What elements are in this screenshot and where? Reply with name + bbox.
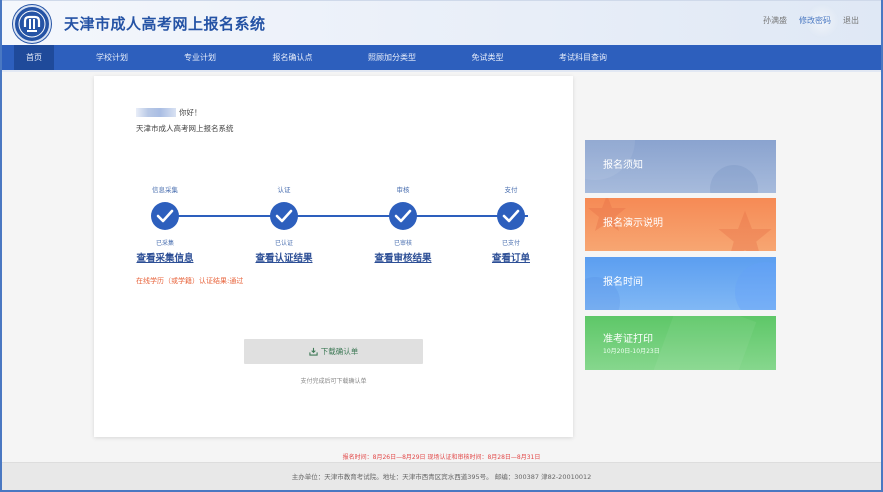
- nav-item-confirm-point[interactable]: 报名确认点: [272, 53, 313, 62]
- check-icon: [270, 202, 298, 230]
- download-button-label: 下载确认单: [320, 347, 359, 356]
- university-seal-icon[interactable]: [13, 5, 51, 43]
- progress-line: [166, 215, 528, 217]
- logout-link[interactable]: 退出: [843, 16, 859, 25]
- step-title: 认证: [277, 186, 291, 194]
- card-label: 报名须知: [603, 160, 643, 171]
- site-title: 天津市成人高考网上报名系统: [64, 15, 266, 33]
- decorative-star: [588, 198, 626, 231]
- nav-item-school-plan[interactable]: 学校计划: [96, 53, 128, 62]
- nav-item-exempt-type[interactable]: 免试类型: [471, 53, 504, 62]
- card-date-range: 10月20日-10月23日: [603, 348, 660, 355]
- decorative-globe: [805, 4, 839, 38]
- view-order-link[interactable]: 查看订单: [491, 253, 530, 264]
- user-name: 孙满盛: [763, 16, 787, 25]
- decorative-circle: [735, 262, 776, 310]
- nav-item-bonus-type[interactable]: 照顾加分类型: [368, 53, 416, 62]
- step-title: 审核: [396, 186, 410, 194]
- nav-item-home[interactable]: 首页: [14, 45, 54, 70]
- change-password-link[interactable]: 修改密码: [799, 16, 831, 25]
- view-collection-link[interactable]: 查看采集信息: [136, 253, 194, 264]
- step-review: 审核 已审核 查看审核结果: [353, 184, 453, 264]
- view-certification-link[interactable]: 查看认证结果: [255, 253, 313, 264]
- greeting-text: 你好！: [179, 108, 202, 117]
- step-status: 已采集: [155, 240, 174, 247]
- status-card: 你好！ 天津市成人高考网上报名系统 信息采集 已采集 查看采集信息 认证 已认证…: [94, 76, 573, 437]
- card-registration-demo[interactable]: 报名演示说明: [585, 198, 776, 251]
- nav-item-major-plan[interactable]: 专业计划: [184, 53, 216, 62]
- main-nav: 首页 学校计划 专业计划 报名确认点 照顾加分类型 免试类型 考试科目查询: [2, 45, 881, 72]
- check-icon: [389, 202, 417, 230]
- step-collection: 信息采集 已采集 查看采集信息: [115, 184, 215, 264]
- step-title: 信息采集: [152, 186, 178, 194]
- step-certification: 认证 已认证 查看认证结果: [234, 184, 334, 264]
- step-title: 支付: [504, 186, 518, 194]
- step-status: 已审核: [393, 240, 412, 247]
- site-footer: 主办单位：天津市教育考试院。地址：天津市西青区宾水西道395号。 邮编：3003…: [2, 462, 881, 490]
- step-status: 已支付: [501, 240, 520, 247]
- card-admission-ticket-print[interactable]: 准考证打印 10月20日-10月23日: [585, 316, 776, 370]
- card-label: 准考证打印: [603, 334, 653, 345]
- progress-steps: 信息采集 已采集 查看采集信息 认证 已认证 查看认证结果 审核 已审核 查看审…: [94, 184, 573, 274]
- download-icon: [309, 347, 318, 356]
- decorative-circle: [710, 165, 758, 193]
- view-review-link[interactable]: 查看审核结果: [374, 253, 432, 264]
- card-label: 报名时间: [603, 277, 643, 288]
- decorative-star: [718, 210, 772, 251]
- decorative-shape: [653, 316, 757, 370]
- redacted-user-name: [136, 108, 176, 117]
- step-status: 已认证: [274, 240, 293, 247]
- user-links: 孙满盛 修改密码 退出: [763, 15, 859, 26]
- card-label: 报名演示说明: [603, 218, 663, 229]
- check-icon: [497, 202, 525, 230]
- registration-time-notice: 报名时间：8月26日—8月29日 现场认证和审核时间：8月28日—8月31日: [342, 454, 541, 461]
- certification-result: 在线学历（或学籍）认证结果:通过: [136, 277, 244, 285]
- greeting: 你好！: [136, 107, 202, 118]
- download-hint: 支付完成后可下载确认单: [300, 378, 367, 385]
- nav-item-subject-query[interactable]: 考试科目查询: [559, 53, 607, 62]
- step-payment: 支付 已支付 查看订单: [461, 184, 561, 264]
- site-header: 天津市成人高考网上报名系统 孙满盛 修改密码 退出: [2, 0, 881, 45]
- card-registration-time[interactable]: 报名时间: [585, 257, 776, 310]
- check-icon: [151, 202, 179, 230]
- card-registration-notice[interactable]: 报名须知: [585, 140, 776, 193]
- system-name: 天津市成人高考网上报名系统: [136, 124, 234, 133]
- download-confirmation-button[interactable]: 下载确认单: [244, 339, 423, 364]
